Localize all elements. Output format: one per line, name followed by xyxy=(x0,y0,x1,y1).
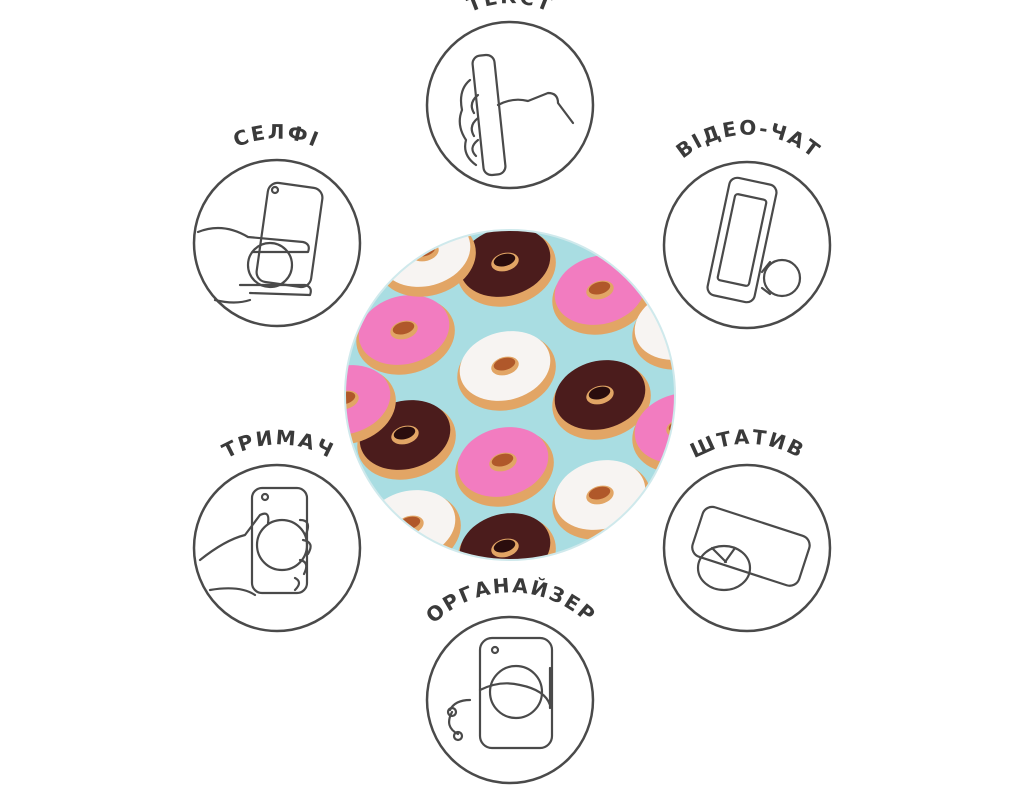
feature-label-selfie: СЕЛФІ xyxy=(230,120,322,152)
donut xyxy=(345,365,396,445)
svg-text:СЕЛФІ: СЕЛФІ xyxy=(230,120,324,152)
svg-text:ТЕКСТ: ТЕКСТ xyxy=(463,0,556,17)
feature-holder: ТРИМАЧ xyxy=(192,425,362,633)
hand-holding-phone-side-icon xyxy=(458,53,575,177)
donut xyxy=(457,331,556,411)
hand-holder-icon xyxy=(198,486,312,597)
feature-organizer: ОРГАНАЙЗЕР xyxy=(421,573,599,785)
feature-label-text: ТЕКСТ xyxy=(463,0,554,17)
feature-label-video-chat: ВІДЕО-ЧАТ xyxy=(671,116,823,163)
feature-label-holder: ТРИМАЧ xyxy=(218,425,337,463)
svg-text:ТРИМАЧ: ТРИМАЧ xyxy=(218,425,339,463)
donut xyxy=(455,427,554,507)
selfie-grip-icon xyxy=(196,181,324,304)
phone-landscape-stand-icon xyxy=(691,505,811,592)
feature-selfie: СЕЛФІ xyxy=(192,120,362,328)
feature-text: ТЕКСТ xyxy=(425,0,595,190)
svg-text:ШТАТИВ: ШТАТИВ xyxy=(686,425,809,464)
donut xyxy=(457,230,556,307)
donut xyxy=(356,295,455,375)
svg-text:ВІДЕО-ЧАТ: ВІДЕО-ЧАТ xyxy=(671,116,825,163)
earphone-organizer-icon xyxy=(446,636,554,750)
feature-video-chat: ВІДЕО-ЧАТ xyxy=(662,116,832,330)
donut xyxy=(552,360,651,440)
feature-label-tripod: ШТАТИВ xyxy=(686,425,807,464)
donut xyxy=(457,513,556,560)
feature-tripod: ШТАТИВ xyxy=(662,425,832,633)
phone-stand-icon xyxy=(706,176,802,304)
